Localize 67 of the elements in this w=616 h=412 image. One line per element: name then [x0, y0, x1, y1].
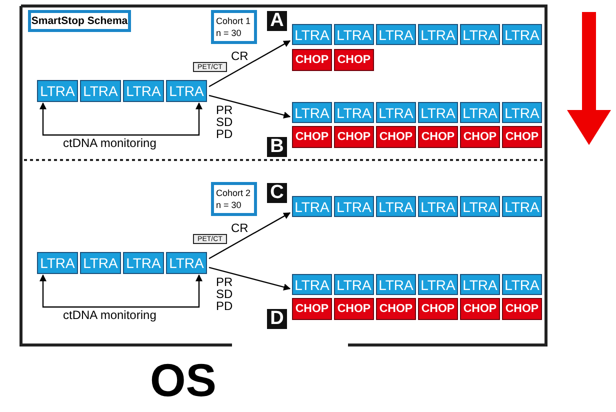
cycle-block: LTRA — [334, 196, 374, 217]
cycle-block: LTRA — [292, 102, 332, 123]
cycle-block: LTRA — [502, 274, 542, 295]
cycle-block: LTRA — [418, 274, 458, 295]
cycle-block: CHOP — [418, 126, 458, 148]
cycle-block: CHOP — [460, 298, 500, 320]
arm-letter-tile: B — [267, 137, 287, 157]
cohort-box — [211, 10, 257, 44]
cycle-block: LTRA — [502, 102, 542, 123]
cycle-block: LTRA — [37, 252, 78, 274]
arrow — [208, 212, 291, 260]
cycle-block: LTRA — [292, 24, 332, 45]
cycle-block: CHOP — [334, 298, 374, 320]
cycle-block: LTRA — [80, 80, 121, 102]
cycle-block: LTRA — [292, 196, 332, 217]
cycle-block: CHOP — [418, 298, 458, 320]
cycle-block: LTRA — [166, 252, 207, 274]
cycle-block: LTRA — [334, 24, 374, 45]
cycle-block: LTRA — [123, 252, 164, 274]
cycle-block: LTRA — [376, 102, 416, 123]
cycle-block: LTRA — [460, 274, 500, 295]
cycle-block: CHOP — [502, 298, 542, 320]
arm-letter-tile: A — [267, 11, 287, 31]
edge-label: CR — [231, 222, 248, 234]
cycle-block: CHOP — [502, 126, 542, 148]
cycle-block: LTRA — [37, 80, 78, 102]
cohort-label: Cohort 1 — [216, 15, 251, 27]
cycle-block: LTRA — [460, 24, 500, 45]
cycle-block: LTRA — [376, 274, 416, 295]
cycle-block: LTRA — [418, 102, 458, 123]
cycle-block: CHOP — [376, 298, 416, 320]
monitoring-bracket-arrow — [40, 102, 202, 136]
schema-title-box: SmartStop Schema — [28, 10, 131, 32]
cycle-block: LTRA — [166, 80, 207, 102]
cycle-block: LTRA — [376, 24, 416, 45]
cycle-block: CHOP — [376, 126, 416, 148]
arrow — [208, 94, 291, 118]
cycle-block: CHOP — [292, 126, 332, 148]
cycle-block: LTRA — [292, 274, 332, 295]
cycle-block: LTRA — [502, 196, 542, 217]
cycle-block: CHOP — [334, 49, 374, 71]
cycle-block: LTRA — [418, 196, 458, 217]
arrow — [208, 40, 291, 88]
cycle-block: CHOP — [292, 49, 332, 71]
sample-size: n = 30 — [216, 199, 242, 211]
cycle-block: LTRA — [123, 80, 164, 102]
cycle-block: CHOP — [334, 126, 374, 148]
edge-label: ctDNA monitoring — [63, 309, 156, 321]
sample-size: n = 30 — [216, 27, 242, 39]
arm-letter-tile: D — [267, 309, 287, 329]
cycle-block: LTRA — [334, 102, 374, 123]
edge-label: CR — [231, 50, 248, 62]
cycle-block: LTRA — [460, 196, 500, 217]
arm-letter-tile: C — [267, 183, 287, 203]
cycle-block: LTRA — [502, 24, 542, 45]
cycle-block: CHOP — [460, 126, 500, 148]
cycle-block: LTRA — [80, 252, 121, 274]
cycle-block: LTRA — [376, 196, 416, 217]
arrow — [208, 266, 291, 290]
edge-label: ctDNA monitoring — [63, 137, 156, 149]
cohort-box — [211, 182, 257, 216]
cycle-block: CHOP — [292, 298, 332, 320]
cohort-label: Cohort 2 — [216, 187, 251, 199]
cycle-block: LTRA — [418, 24, 458, 45]
cycle-block: LTRA — [334, 274, 374, 295]
monitoring-bracket-arrow — [40, 274, 202, 308]
cycle-block: LTRA — [460, 102, 500, 123]
